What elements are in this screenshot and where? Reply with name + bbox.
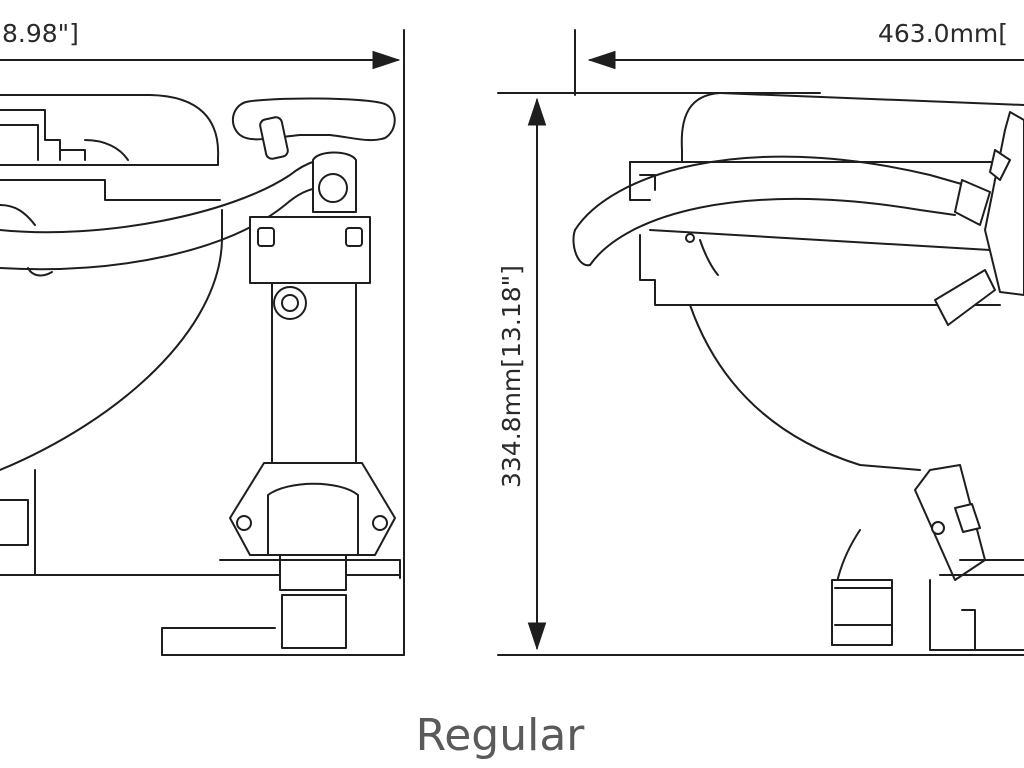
base-left xyxy=(0,469,36,576)
caption-label: Regular xyxy=(416,710,586,761)
hose-bottom-right xyxy=(589,197,956,266)
pump-cylinder xyxy=(271,282,357,464)
hose-top-right xyxy=(574,155,966,231)
width-label-left: 8.98"] xyxy=(2,19,79,48)
lid-top xyxy=(719,92,1024,106)
pump-head-right xyxy=(984,111,1024,296)
base-right xyxy=(929,579,1024,651)
bowl-outline-left xyxy=(0,209,223,471)
pump-lever xyxy=(934,269,996,326)
handle-chain xyxy=(259,116,289,160)
outlet-pipe xyxy=(281,594,347,649)
hose-bottom-left xyxy=(0,187,329,271)
side-port xyxy=(273,286,307,320)
outlet-flange-right xyxy=(914,464,986,581)
hose-connector xyxy=(318,173,348,203)
height-label: 334.8mm[13.18"] xyxy=(497,265,526,488)
pump-handle xyxy=(231,97,396,142)
width-label-right: 463.0mm[ xyxy=(878,19,1008,48)
front-view: 8.98"] xyxy=(0,19,405,656)
pump-cylinder-head xyxy=(249,216,371,284)
bowl-outline-right xyxy=(689,304,921,471)
seat-lid-left xyxy=(0,94,220,166)
side-view: 463.0mm[ 334.8mm[13.18"] xyxy=(497,19,1024,656)
outlet-pipe-right xyxy=(831,579,893,646)
